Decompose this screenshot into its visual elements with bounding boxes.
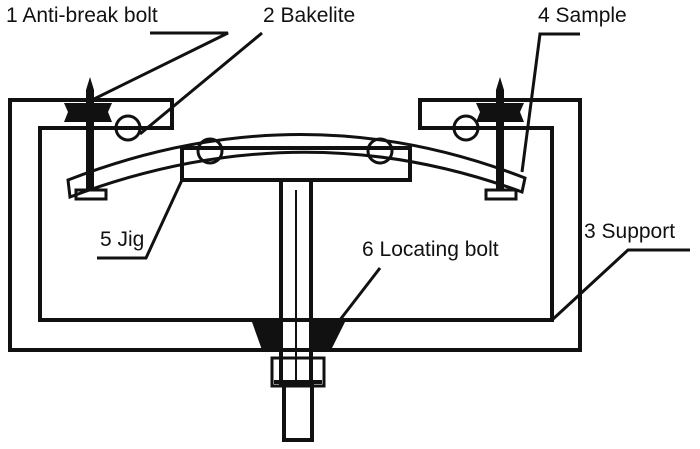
leader-bakelite [139,31,263,136]
bolt-plate-right [484,188,518,201]
jig [180,146,412,182]
leader-anti-break-bolt [91,31,229,102]
leader-locating-bolt [324,267,382,339]
roller [196,137,224,165]
label-jig: 5 Jig [100,228,144,251]
anti-break-bolt-right [476,77,524,190]
sample [66,133,527,200]
roller [452,114,480,142]
label-bakelite: 2 Bakelite [263,4,355,27]
locating-shaft [282,383,314,442]
leader-sample [520,32,580,173]
support-frame [8,98,582,352]
roller [366,137,394,165]
label-locating-bolt: 6 Locating bolt [362,238,499,261]
label-sample: 4 Sample [538,4,627,27]
leader-jig [97,179,184,260]
label-anti-break-bolt: 1 Anti-break bolt [6,4,158,27]
leader-support [550,248,690,322]
anti-break-bolt-left [64,77,112,190]
locating-nut [270,356,326,388]
roller [114,114,142,142]
label-support: 3 Support [584,220,675,243]
